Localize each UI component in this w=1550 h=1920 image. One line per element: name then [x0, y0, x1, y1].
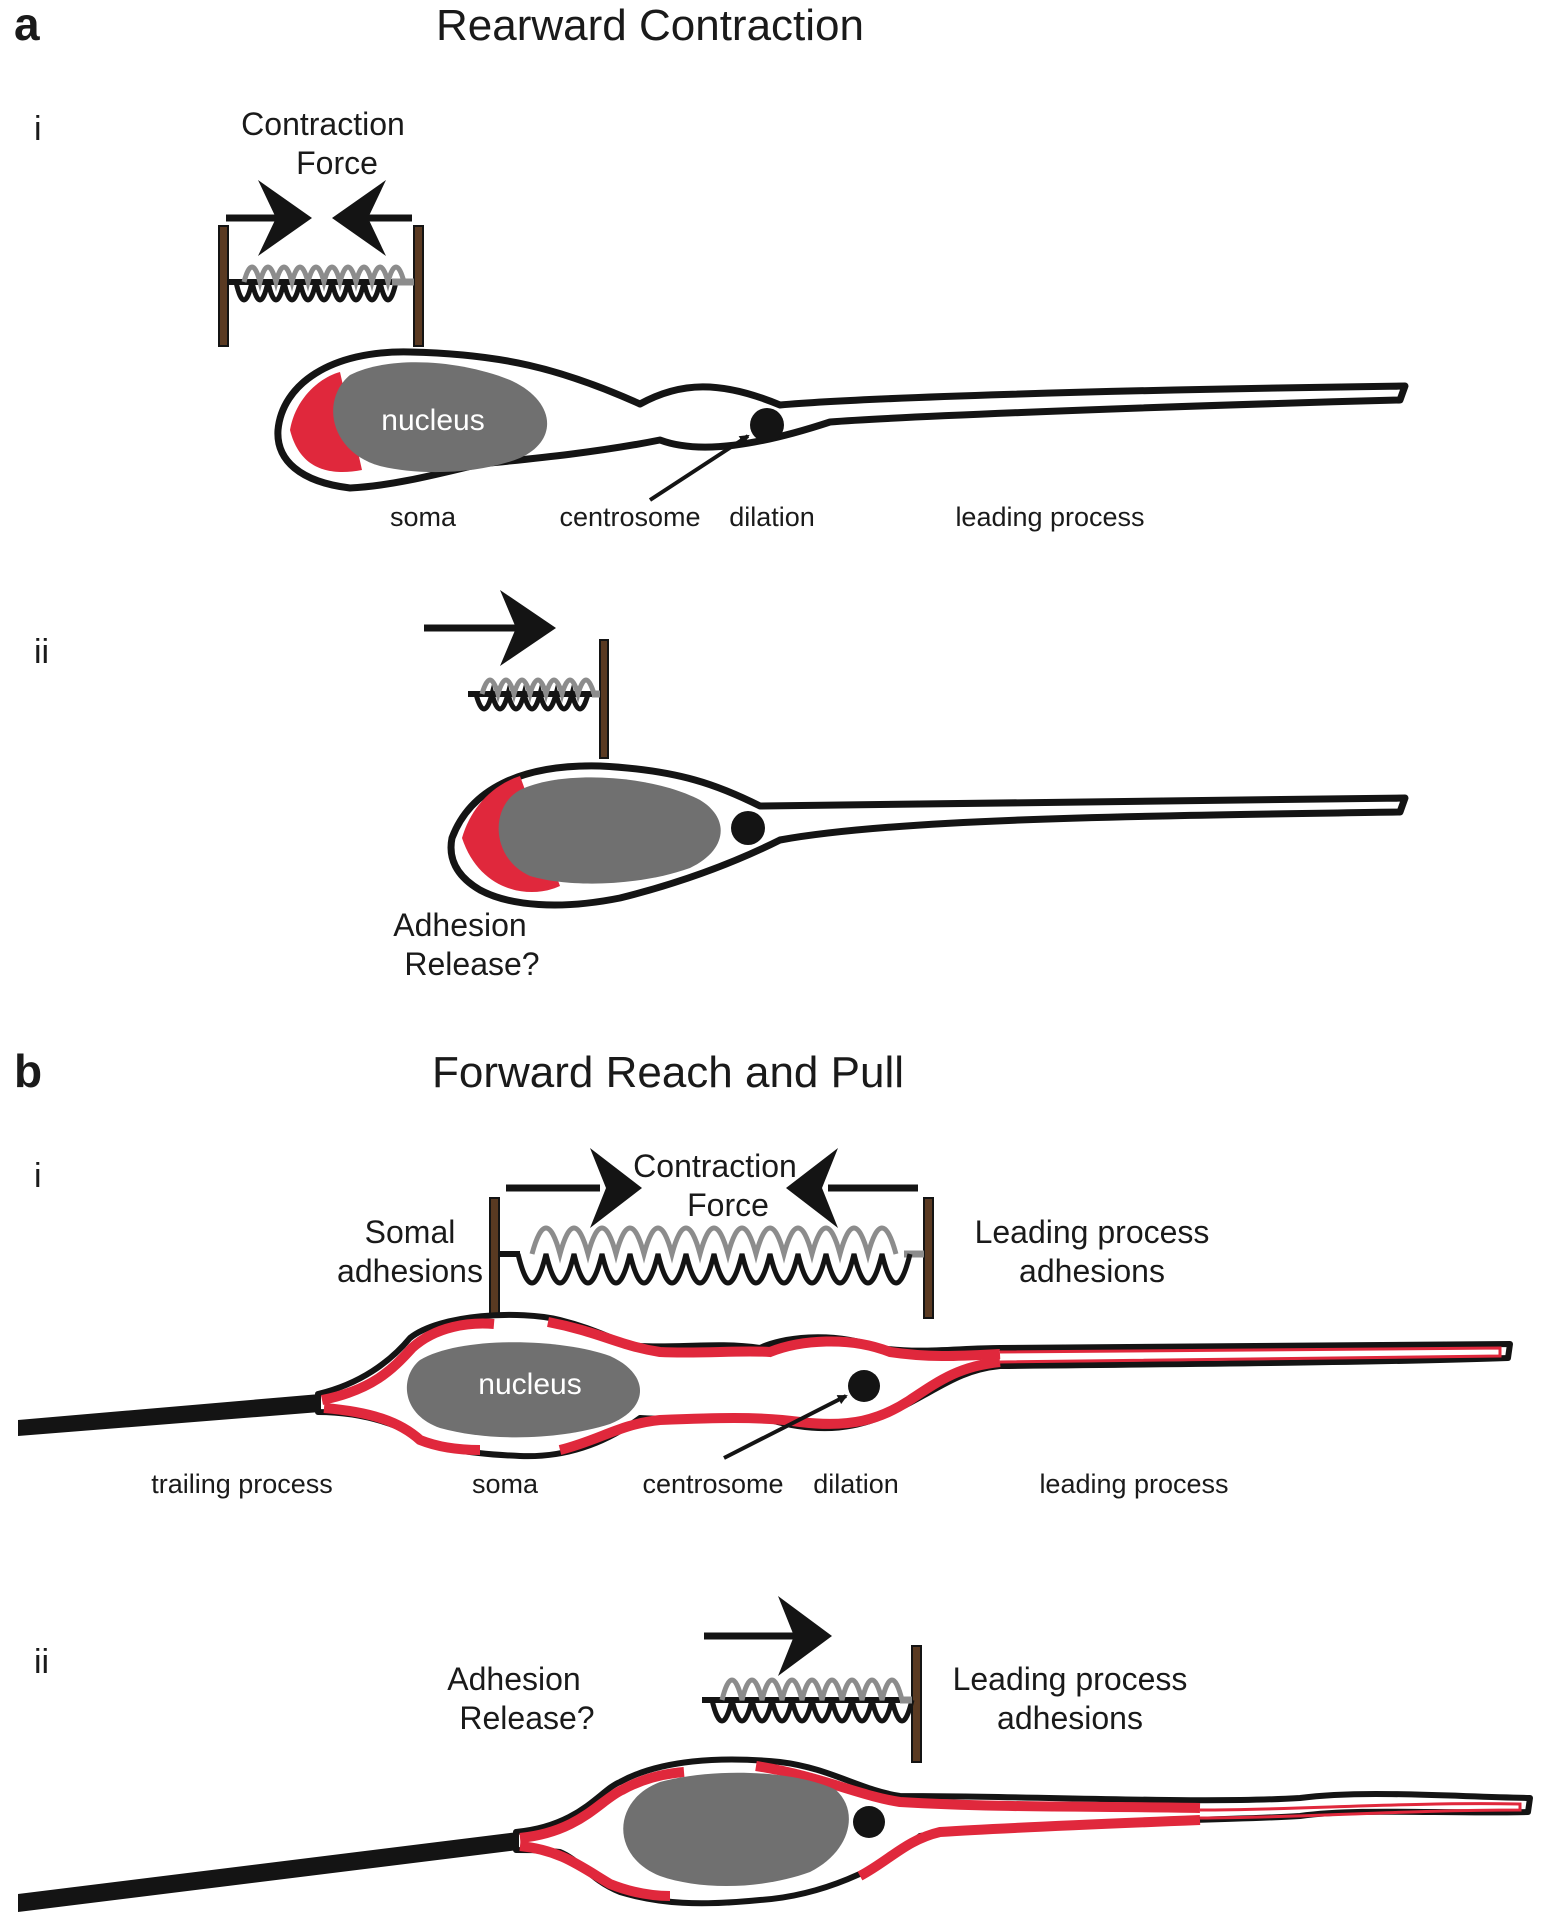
panel-b-step-i: i Contraction Force Somal adhesions Lead…: [18, 1148, 1513, 1499]
panel-a-title: Rearward Contraction: [436, 1, 864, 50]
soma-label-a-i: soma: [390, 502, 457, 532]
centrosome-b-ii: [853, 1806, 885, 1838]
spring-assembly-a-ii: [468, 639, 609, 759]
neuron-cell-a-ii: [447, 762, 1409, 909]
centrosome-a-ii: [731, 811, 765, 845]
soma-label-b-i: soma: [472, 1469, 539, 1499]
neuron-cell-b-ii: [18, 1756, 1533, 1912]
panel-a: a Rearward Contraction i Contraction For…: [14, 0, 1409, 982]
centrosome-pointer-b-i: [723, 1394, 848, 1460]
spring-assembly-b-ii: [702, 1645, 922, 1763]
contraction-force-label-b-line2: Force: [687, 1187, 769, 1223]
step-a-i-label: i: [34, 110, 42, 148]
step-b-ii-label: ii: [34, 1643, 49, 1681]
somal-adhesions-label-line2: adhesions: [337, 1253, 483, 1289]
somal-adhesions-label-line1: Somal: [365, 1214, 456, 1250]
forward-arrow-b-ii: [704, 1596, 832, 1676]
trailing-process-b-ii: [18, 1832, 518, 1912]
adhesion-release-label-a-ii-line2: Release?: [404, 946, 539, 982]
trailing-process-label: trailing process: [151, 1469, 333, 1499]
centrosome-b-i: [848, 1370, 880, 1402]
panel-a-step-ii: ii Adhesion Release?: [34, 590, 1409, 982]
leading-adhesions-label-b-ii-line2: adhesions: [997, 1700, 1143, 1736]
adhesion-release-label-a-ii-line1: Adhesion: [393, 907, 526, 943]
leading-adhesions-label-b-ii-line1: Leading process: [953, 1661, 1188, 1697]
contraction-force-label-line2: Force: [296, 145, 378, 181]
centrosome-a-i: [750, 408, 784, 442]
step-b-i-label: i: [34, 1157, 42, 1195]
panel-b-step-ii: ii Adhesion Release? Leading process adh…: [18, 1596, 1533, 1912]
leading-adhesions-label-b-i-line2: adhesions: [1019, 1253, 1165, 1289]
nucleus-label-b-i: nucleus: [478, 1368, 581, 1401]
spring-assembly-a-i: [218, 225, 424, 347]
leading-process-label-a-i: leading process: [955, 502, 1144, 532]
centrosome-label-b-i: centrosome: [642, 1469, 783, 1499]
panel-b-title: Forward Reach and Pull: [432, 1048, 904, 1097]
panel-a-step-i: i Contraction Force: [34, 106, 1409, 532]
adhesion-release-label-b-ii-line1: Adhesion: [447, 1661, 580, 1697]
centrosome-label-a-i: centrosome: [559, 502, 700, 532]
panel-a-letter: a: [14, 0, 40, 50]
contraction-force-arrows-b: [506, 1148, 918, 1228]
contraction-force-label-line1: Contraction: [241, 106, 405, 142]
panel-b-letter: b: [14, 1045, 42, 1097]
dilation-label-b-i: dilation: [813, 1469, 899, 1499]
trailing-process-b-i: [18, 1394, 320, 1436]
leading-process-label-b-i: leading process: [1039, 1469, 1228, 1499]
forward-arrow-a-ii: [424, 590, 556, 666]
nucleus-label-a-i: nucleus: [381, 404, 484, 437]
leading-adhesions-label-b-i-line1: Leading process: [975, 1214, 1210, 1250]
dilation-label-a-i: dilation: [729, 502, 815, 532]
neuron-cell-a-i: nucleus: [274, 348, 1409, 502]
panel-b: b Forward Reach and Pull i Contraction F…: [14, 1045, 1533, 1912]
contraction-force-arrows: [226, 180, 412, 256]
centrosome-pointer-a-i: [648, 434, 750, 502]
step-a-ii-label: ii: [34, 633, 49, 671]
neuron-cell-b-i: nucleus: [18, 1311, 1513, 1460]
adhesion-release-label-b-ii-line2: Release?: [459, 1700, 594, 1736]
contraction-force-label-b-line1: Contraction: [633, 1148, 797, 1184]
